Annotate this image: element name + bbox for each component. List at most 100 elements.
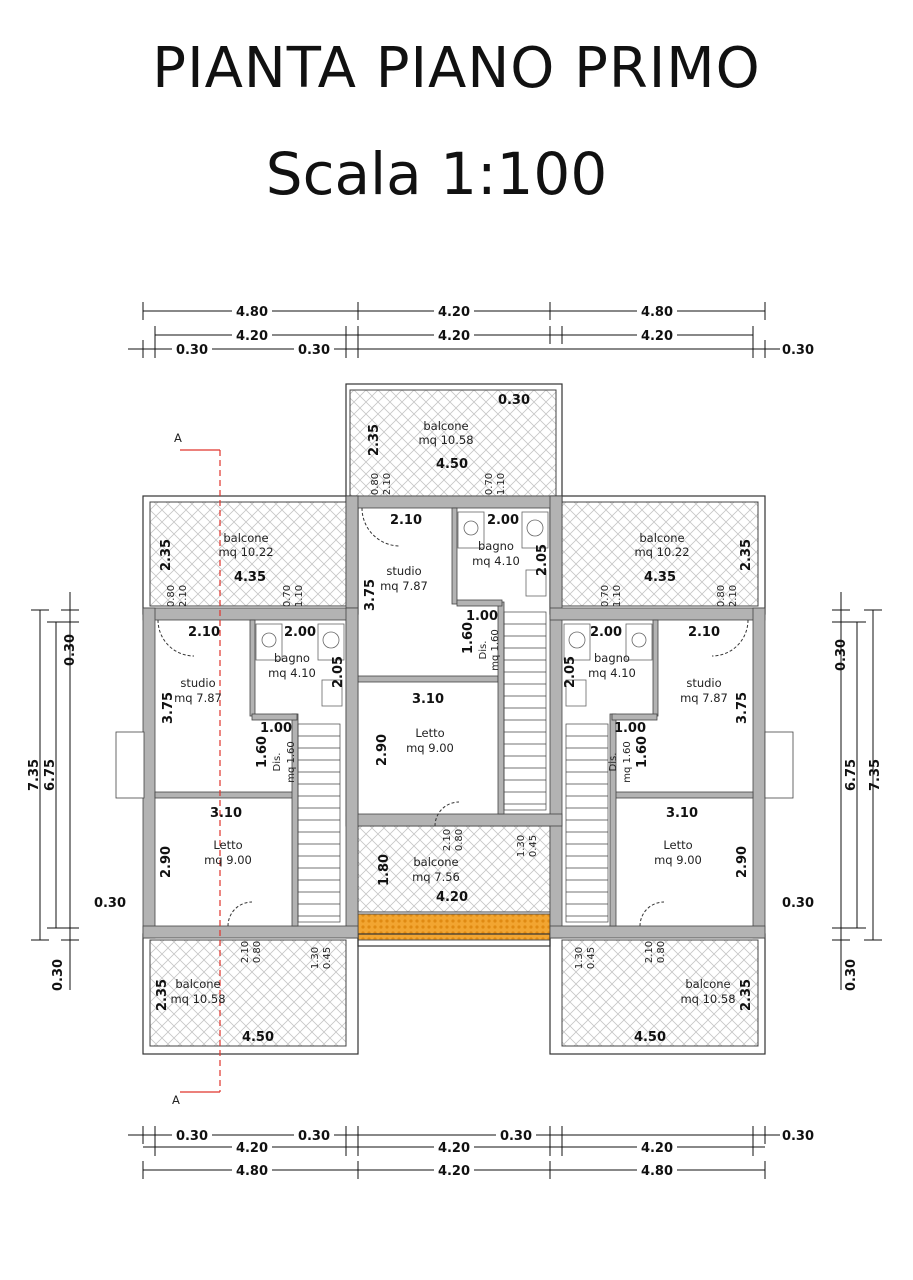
dim-label: 3.10 — [666, 806, 698, 821]
dim-bottom-9: 4.20 — [438, 1164, 470, 1179]
staircases — [297, 611, 609, 923]
dim-top-3: 4.80 — [641, 305, 673, 320]
room-name: bagno — [478, 539, 514, 553]
room-name: balcone — [223, 531, 268, 545]
dim-label: 4.50 — [634, 1030, 666, 1045]
dim-left-3: 0.30 — [63, 634, 78, 666]
room-area: mq 9.00 — [204, 853, 252, 867]
dim-left-1: 7.35 — [27, 759, 42, 791]
dim-label: 2.10 — [688, 625, 720, 640]
dim-bottom-6: 4.20 — [438, 1141, 470, 1156]
walls — [115, 495, 794, 939]
room-area: mq 1.60 — [286, 741, 297, 783]
dim-label: 0.70 — [282, 585, 293, 607]
door-swings — [157, 507, 749, 927]
dim-label: 4.35 — [234, 570, 266, 585]
dim-label: 2.10 — [178, 585, 189, 607]
dim-label: 2.10 — [442, 829, 453, 851]
dim-bottom-1: 0.30 — [176, 1129, 208, 1144]
room-area: mq 10.58 — [680, 992, 735, 1006]
dim-top-2: 4.20 — [438, 305, 470, 320]
dim-label: 0.30 — [498, 393, 530, 408]
dim-right-3: 0.30 — [834, 639, 849, 671]
stair-flight — [297, 723, 341, 923]
dim-label: 2.35 — [159, 539, 174, 571]
dim-label: 2.00 — [590, 625, 622, 640]
left-dimensions — [31, 592, 79, 990]
dim-top-5: 4.20 — [438, 329, 470, 344]
dim-label: 0.70 — [484, 473, 495, 495]
room-name: studio — [686, 676, 721, 690]
room-name: balcone — [413, 855, 458, 869]
dim-label: 2.35 — [739, 539, 754, 571]
room-area: mq 1.60 — [622, 741, 633, 783]
dim-label: 0.45 — [322, 947, 333, 969]
dim-label: 1.30 — [574, 947, 585, 969]
dim-left-2: 6.75 — [43, 759, 58, 791]
dim-label: 1.60 — [461, 622, 476, 654]
room-name: studio — [386, 564, 421, 578]
room-name: bagno — [274, 651, 310, 665]
dim-label: 1.10 — [294, 585, 305, 607]
room-name: balcone — [685, 977, 730, 991]
section-line — [180, 449, 221, 1093]
dim-label: 3.10 — [210, 806, 242, 821]
stair-flight — [503, 611, 547, 811]
dim-label: 3.75 — [161, 692, 176, 724]
dim-label: 1.30 — [516, 835, 527, 857]
dim-label: 0.80 — [370, 473, 381, 495]
room-area: mq 7.87 — [174, 691, 222, 705]
dim-label: 2.05 — [535, 544, 550, 576]
dim-label: 0.70 — [600, 585, 611, 607]
dim-label: 2.10 — [240, 941, 251, 963]
room-area: mq 7.87 — [380, 579, 428, 593]
dim-left-5: 0.30 — [94, 896, 126, 911]
room-name: Letto — [415, 726, 444, 740]
room-area: mq 4.10 — [588, 666, 636, 680]
room-area: mq 10.22 — [634, 545, 689, 559]
dim-label: 2.10 — [728, 585, 739, 607]
section-label-top: A — [174, 431, 182, 445]
dim-label: 0.80 — [656, 941, 667, 963]
room-area: mq 4.10 — [268, 666, 316, 680]
dim-label: 2.10 — [390, 513, 422, 528]
dim-right-5: 0.30 — [782, 896, 814, 911]
dim-label: 2.10 — [644, 941, 655, 963]
dim-label: 4.50 — [436, 457, 468, 472]
dim-label: 1.10 — [496, 473, 507, 495]
section-label-bottom: A — [172, 1093, 180, 1107]
dim-label: 4.50 — [242, 1030, 274, 1045]
plan-title: PIANTA PIANO PRIMO — [152, 36, 761, 101]
dim-top-1: 4.80 — [236, 305, 268, 320]
dim-label: 3.10 — [412, 692, 444, 707]
room-name: studio — [180, 676, 215, 690]
room-name: balcone — [639, 531, 684, 545]
dim-right-1: 6.75 — [844, 759, 859, 791]
dim-label: 2.35 — [367, 424, 382, 456]
dim-bottom-10: 4.80 — [641, 1164, 673, 1179]
dim-bottom-8: 4.80 — [236, 1164, 268, 1179]
room-area: mq 4.10 — [472, 554, 520, 568]
dim-label: 1.30 — [310, 947, 321, 969]
room-area: mq 7.87 — [680, 691, 728, 705]
dim-label: 0.80 — [716, 585, 727, 607]
room-name: balcone — [175, 977, 220, 991]
room-area: mq 10.58 — [170, 992, 225, 1006]
dim-label: 1.00 — [260, 721, 292, 736]
dim-top-7: 0.30 — [176, 343, 208, 358]
dim-top-6: 4.20 — [641, 329, 673, 344]
dim-left-4: 0.30 — [51, 959, 66, 991]
dim-right-4: 0.30 — [844, 959, 859, 991]
dim-label: 2.10 — [382, 473, 393, 495]
dim-bottom-7: 4.20 — [641, 1141, 673, 1156]
room-name: bagno — [594, 651, 630, 665]
room-area: mq 7.56 — [412, 870, 460, 884]
dim-label: 0.45 — [528, 835, 539, 857]
dim-label: 2.05 — [331, 656, 346, 688]
dim-label: 2.10 — [188, 625, 220, 640]
room-area: mq 9.00 — [406, 741, 454, 755]
dim-bottom-3: 0.30 — [500, 1129, 532, 1144]
dim-label: 1.80 — [377, 854, 392, 886]
dim-top-4: 4.20 — [236, 329, 268, 344]
dim-label: 0.80 — [166, 585, 177, 607]
